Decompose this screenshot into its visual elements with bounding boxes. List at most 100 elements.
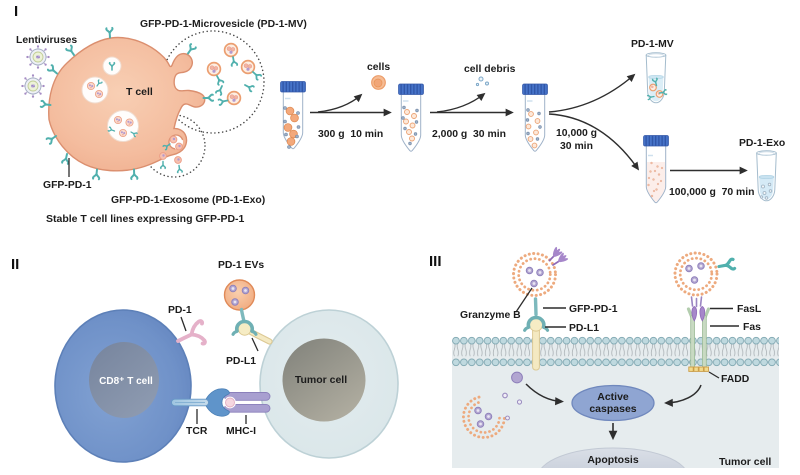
panel-2: II CD8⁺ T cell Tumor cell PD-1 PD-1 EVs (11, 256, 399, 463)
receptor-icon (176, 164, 183, 174)
receptor-icon (184, 42, 197, 57)
dot (475, 82, 480, 87)
bursting-ev (462, 395, 506, 439)
panel-1-numeral: I (14, 3, 18, 20)
mv-tube-label: PD-1-MV (631, 39, 674, 50)
t-cell: T cell (39, 26, 215, 181)
cd8-t-cell: CD8⁺ T cell (54, 309, 192, 463)
granzyme-ring-icon (516, 399, 523, 405)
dot (403, 118, 409, 125)
mini-cell-icon (86, 81, 96, 91)
granzyme-dot-icon (530, 279, 538, 288)
receptor-icon (716, 257, 737, 273)
ellipse-shape (758, 174, 775, 180)
step3-label-line2: 30 min (560, 141, 593, 152)
pd1-ev (223, 279, 256, 311)
cd8-nucleus (89, 342, 159, 418)
dot (653, 169, 657, 173)
dot (296, 111, 300, 115)
dot (485, 81, 489, 86)
panel-1: I GFP-PD-1-Microvesicle (PD-1-MV) Lentiv… (14, 3, 785, 225)
receptor-icon (105, 26, 115, 39)
mini-cell-icon (125, 118, 134, 127)
dot (538, 125, 542, 129)
dot (295, 134, 299, 139)
dot (411, 113, 417, 119)
apoptosis-label: Apoptosis (587, 454, 638, 466)
fasl-ligands (691, 306, 706, 322)
shape (533, 297, 538, 317)
ev-pd1-receptor (231, 307, 258, 336)
fasl-label: FasL (737, 304, 762, 315)
group (548, 255, 560, 266)
dot (373, 78, 383, 88)
exosome-title: GFP-PD-1-Exosome (PD-1-Exo) (111, 195, 265, 206)
dot (402, 105, 406, 110)
panel-3-numeral: III (429, 253, 442, 270)
dot (287, 145, 291, 149)
mhc-complex (224, 392, 271, 413)
dot (283, 119, 287, 124)
receptor-icon (229, 55, 239, 67)
tube-4 (643, 135, 669, 204)
group (525, 111, 541, 149)
tumor-cell-2: Tumor cell (259, 309, 399, 459)
microvesicle-icon (226, 90, 242, 106)
dot (768, 189, 773, 193)
dot (512, 252, 557, 297)
panel-2-numeral: II (11, 256, 19, 273)
shape (526, 315, 546, 329)
cell-debris-icon (475, 76, 489, 87)
tube-3-contents (525, 108, 542, 149)
tube-2 (398, 83, 424, 152)
dot (649, 170, 652, 173)
pdl1-stalk (532, 326, 540, 371)
t-cell-label: T cell (126, 86, 153, 98)
gfp-pd1-label: GFP-PD-1 (43, 180, 92, 191)
cell-debris-label: cell debris (464, 64, 516, 75)
dot (652, 178, 655, 181)
rect-shape (702, 314, 707, 372)
cells-label: cells (367, 62, 390, 73)
mhc-label: MHC-I (226, 426, 256, 437)
dot (409, 135, 415, 142)
cd8-label: CD8⁺ T cell (99, 376, 153, 387)
line (699, 296, 703, 307)
shape (691, 306, 698, 322)
exosome-icon (175, 142, 183, 151)
dot (511, 371, 523, 384)
exo-tube-label: PD-1-Exo (739, 138, 785, 149)
dot (409, 122, 416, 129)
fadd-adapter (688, 366, 709, 372)
step4-label: 100,000 g 70 min (669, 187, 754, 198)
dot (656, 182, 660, 186)
granzyme-dot-icon (685, 264, 693, 273)
pd1-evs-label: PD-1 EVs (218, 260, 264, 271)
active-caspases: Active caspases (571, 384, 655, 422)
group (401, 105, 419, 146)
dot (526, 108, 530, 112)
rect-shape (532, 326, 540, 371)
dot (296, 125, 301, 129)
ellipse-shape (558, 258, 569, 263)
granzyme-ring-icon (505, 415, 510, 421)
rect-shape (693, 366, 699, 372)
receptor-icon (213, 73, 225, 86)
exosome-icon (169, 135, 178, 144)
step1-label: 300 g 10 min (318, 129, 383, 140)
dot (415, 108, 419, 113)
step2-label: 2,000 g 30 min (432, 129, 506, 140)
dot (283, 106, 287, 110)
dot (401, 116, 405, 120)
dot (527, 136, 534, 142)
group (525, 108, 542, 141)
dot (534, 118, 541, 124)
step3-label-line1: 10,000 g (556, 128, 597, 139)
dot (762, 191, 767, 195)
dot (406, 129, 412, 135)
dot (284, 132, 288, 137)
mini-cell-icon (94, 89, 104, 99)
panel-3: III Apoptosis Tumor cell (429, 246, 779, 468)
exosome-icon (159, 152, 167, 160)
